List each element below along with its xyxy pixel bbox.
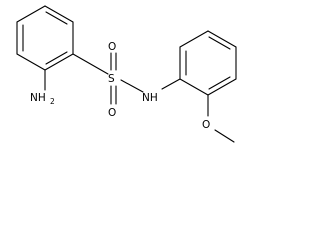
amine-nh-text: NH [30, 92, 46, 104]
ether-oxygen-atom: O [202, 119, 210, 131]
double-bond-inner [45, 51, 68, 65]
sulfur-atom: S [108, 73, 115, 85]
right-benzene-ring [179, 30, 237, 96]
oxygen-bottom-atom: O [108, 107, 116, 119]
bond [16, 53, 46, 71]
bond [179, 30, 209, 48]
bond [44, 5, 74, 23]
double-bond-inner [208, 36, 231, 50]
bond [44, 53, 74, 71]
molecule-diagram: NH 2 S O O NH O [16, 5, 237, 143]
double-bond-inner [208, 76, 231, 90]
amine-label: NH 2 [30, 92, 55, 106]
oxygen-top-atom: O [108, 41, 116, 53]
bond-o-to-methyl [214, 129, 235, 143]
bond-ring-to-sulfur [72, 53, 109, 75]
bond [207, 30, 237, 48]
amide-nh-atom: NH [142, 92, 158, 104]
bond [16, 5, 46, 23]
bond-sulfur-to-nh [120, 79, 144, 93]
bond [179, 78, 209, 96]
bond-nh-to-ring [161, 78, 181, 90]
left-benzene-ring [16, 5, 74, 71]
bond [207, 78, 237, 96]
structure-drawing: NH 2 S O O NH O [16, 5, 237, 143]
double-bond-inner [45, 11, 68, 25]
amine-h-count: 2 [50, 97, 55, 106]
